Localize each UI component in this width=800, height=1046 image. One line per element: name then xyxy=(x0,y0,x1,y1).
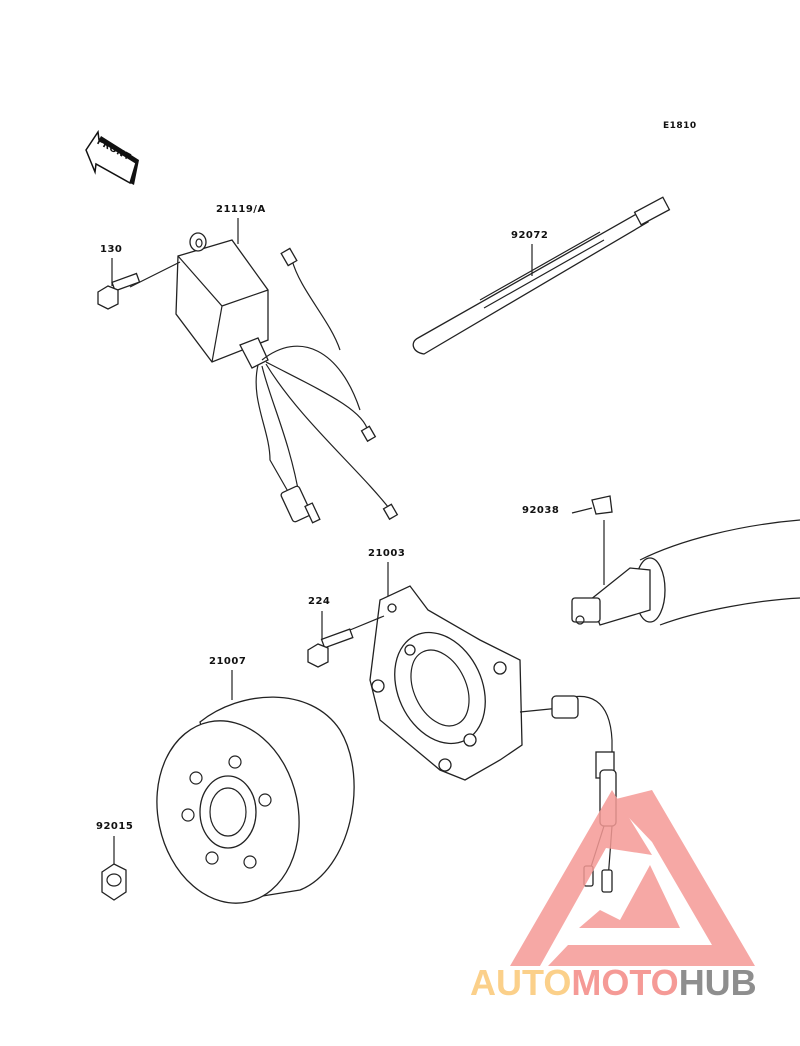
part-label-130[interactable]: 130 xyxy=(100,244,123,255)
nut-drawing xyxy=(101,863,127,901)
part-label-21003[interactable]: 21003 xyxy=(368,548,406,559)
watermark-moto: MOTO xyxy=(571,962,679,1003)
diagram-id: E1810 xyxy=(663,121,697,131)
part-label-21007[interactable]: 21007 xyxy=(209,656,247,667)
part-label-224[interactable]: 224 xyxy=(308,596,331,607)
flywheel-drawing xyxy=(156,696,355,904)
bolt-drawing xyxy=(97,261,181,310)
crankshaft-drawing xyxy=(571,495,800,626)
leader-lines xyxy=(111,218,593,864)
screw-drawing xyxy=(307,615,385,668)
part-label-21119a[interactable]: 21119/A xyxy=(216,204,266,215)
front-arrow-icon xyxy=(85,129,139,185)
part-label-92038[interactable]: 92038 xyxy=(522,505,560,516)
watermark-hub: HUB xyxy=(678,962,757,1003)
automotohub-logo xyxy=(510,790,755,966)
watermark-auto: AUTO xyxy=(470,962,572,1003)
part-label-92015[interactable]: 92015 xyxy=(96,821,134,832)
cable-tie-drawing xyxy=(412,196,671,355)
part-label-92072[interactable]: 92072 xyxy=(511,230,549,241)
stator-drawing xyxy=(369,585,617,893)
igniter-drawing xyxy=(175,232,399,524)
watermark-text: AUTOMOTOHUB xyxy=(470,962,757,1004)
